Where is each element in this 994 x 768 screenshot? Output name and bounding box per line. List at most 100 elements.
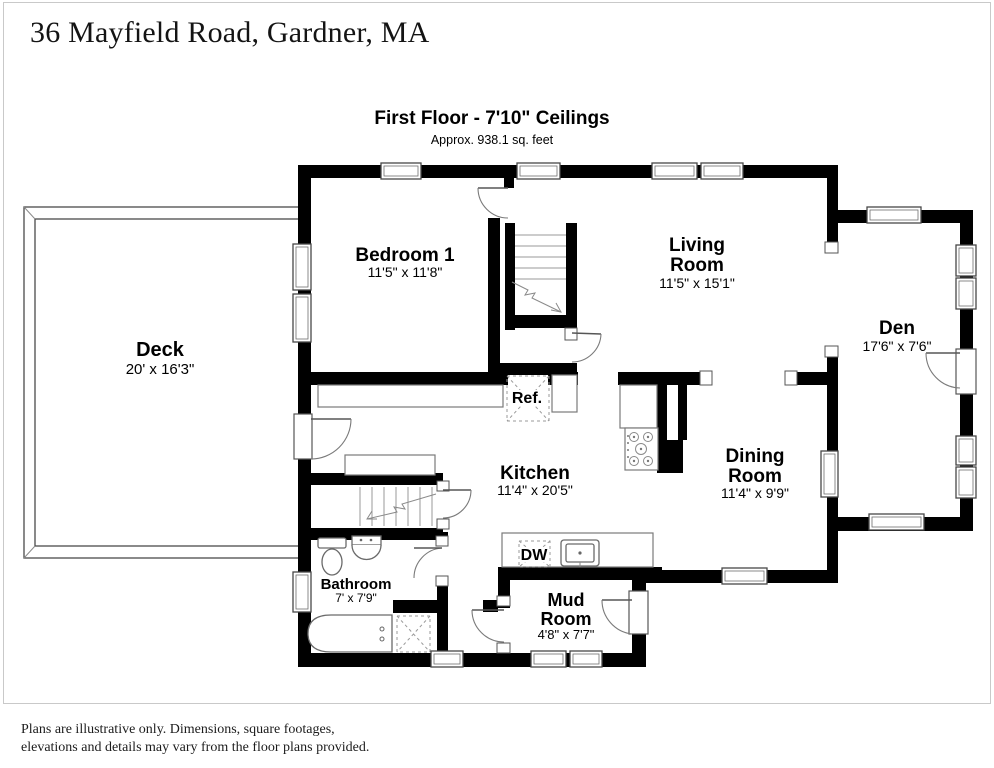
burner-center [639, 447, 643, 451]
window [955, 466, 977, 499]
stove-knob [627, 449, 629, 451]
wall-segment [678, 385, 687, 440]
jamb-cap [824, 241, 839, 254]
wall-segment [827, 357, 838, 452]
burner-center [632, 459, 636, 463]
stove [624, 427, 659, 471]
staircase-up [511, 234, 566, 313]
window [955, 435, 977, 466]
burner [643, 432, 653, 442]
stove-knob [627, 456, 629, 458]
dining-room-label-line2: Room [728, 466, 782, 487]
refrigerator: Ref. [506, 375, 550, 422]
stair-arrowhead [550, 302, 562, 313]
wall-segment [483, 600, 498, 612]
stair-hall-door [571, 332, 602, 363]
den-label: Den [879, 318, 915, 339]
dishwasher-label: DW [521, 547, 549, 564]
wall-segment [488, 218, 500, 372]
window [430, 650, 464, 668]
burner [635, 443, 647, 455]
window [516, 162, 561, 180]
jamb-cap [496, 642, 511, 654]
closet-x [396, 615, 431, 653]
wall-segment [787, 372, 838, 385]
dishwasher-box [518, 540, 551, 568]
wall-segment [566, 223, 577, 328]
counter [317, 384, 504, 408]
den-dims: 17'6" x 7'6" [863, 338, 932, 354]
window [380, 162, 422, 180]
living-room-label-line2: Room [670, 255, 724, 276]
stair-direction-arrow [511, 281, 562, 313]
sink-drain [578, 551, 582, 555]
mudroom-label-line2: Room [541, 609, 592, 629]
jamb-cap [784, 370, 798, 386]
wall-segment [500, 363, 577, 375]
stove-knob [627, 435, 629, 437]
wall-segment [827, 223, 838, 252]
bathroom-door [413, 547, 443, 579]
window [651, 162, 698, 180]
window [868, 513, 925, 531]
toilet [317, 537, 347, 576]
mudroom-dims: 4'8" x 7'7" [538, 627, 595, 642]
burner-center [646, 435, 650, 439]
jamb-cap [496, 595, 511, 607]
tub-outline [307, 614, 393, 653]
bathroom-dims: 7' x 7'9" [335, 591, 377, 605]
burner [643, 456, 653, 466]
wall-segment [827, 497, 838, 583]
doors [293, 187, 977, 643]
deck-dims: 20' x 16'3" [126, 361, 195, 378]
floor-title: First Floor - 7'10" Ceilings [374, 108, 610, 129]
refrigerator-label: Ref. [512, 390, 542, 407]
dining-room-label-line1: Dining [725, 446, 784, 467]
jamb-cap [436, 480, 450, 492]
wall-segment [393, 600, 448, 613]
bedroom1-dims: 11'5" x 11'8" [368, 264, 443, 280]
wall-segment [498, 567, 662, 580]
basement-door [442, 489, 472, 519]
jamb-cap [435, 535, 449, 547]
kitchen-dims: 11'4" x 20'5" [497, 482, 573, 498]
living-room-label-line1: Living [669, 235, 725, 256]
window [820, 450, 839, 498]
jamb-cap [699, 370, 713, 386]
label-backing [520, 547, 549, 562]
window [721, 567, 768, 585]
door-jambs [435, 241, 839, 654]
refrigerator-box [506, 375, 550, 422]
window [292, 293, 312, 343]
jamb-cap [436, 518, 450, 530]
wall-segment [657, 385, 667, 440]
bathtub [307, 614, 393, 653]
window [292, 243, 312, 291]
stove-knob [627, 442, 629, 444]
sink-bowl [351, 544, 382, 561]
floor-area-subtitle: Approx. 938.1 sq. feet [430, 133, 554, 147]
wall-segment [437, 578, 448, 667]
burner-center [646, 459, 650, 463]
window [955, 244, 977, 277]
room-labels: Deck 20' x 16'3" Bedroom 1 11'5" x 11'8"… [126, 235, 932, 642]
stair-arrowhead [366, 510, 377, 520]
den-exterior-door [925, 348, 977, 395]
property-address: 36 Mayfield Road, Gardner, MA [30, 16, 430, 49]
staircase-down [359, 487, 437, 526]
counter [344, 454, 436, 476]
deck-inner-edge [34, 218, 303, 547]
tub-faucet [379, 636, 385, 642]
disclaimer-text: Plans are illustrative only. Dimensions,… [21, 721, 369, 757]
wall-segment [505, 223, 515, 330]
deck-corner-mark [23, 545, 36, 559]
window [700, 162, 744, 180]
faucet-handle [369, 538, 373, 542]
burner-center [632, 435, 636, 439]
faucet-handle [359, 538, 363, 542]
label-backing [508, 390, 547, 406]
tub-faucet [379, 626, 385, 632]
wall-segment [827, 165, 838, 223]
